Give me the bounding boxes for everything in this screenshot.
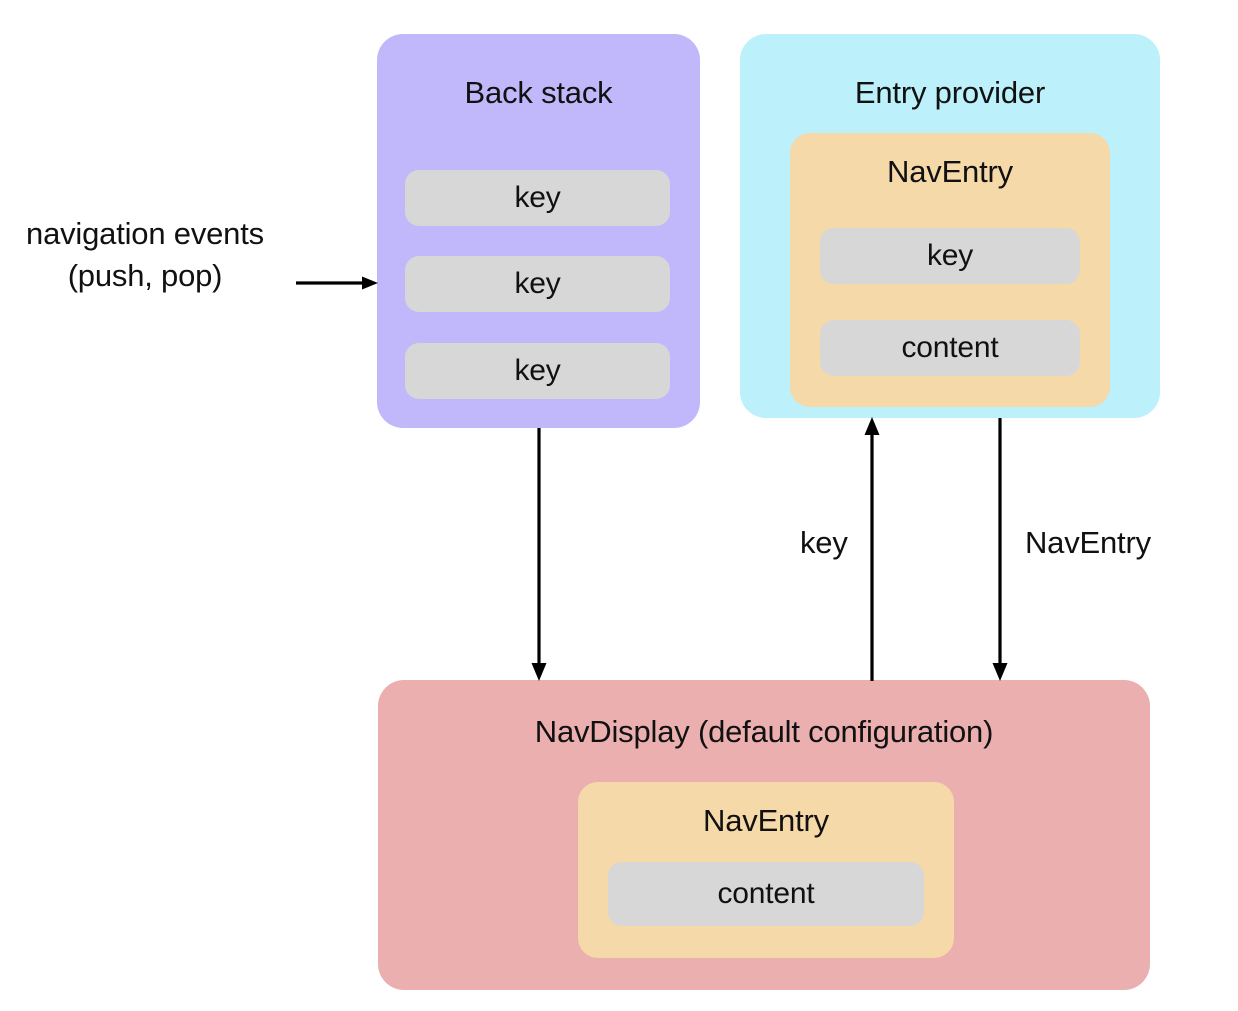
entry-provider-title: Entry provider: [854, 75, 1046, 110]
entry-provider-content-chip: content: [820, 320, 1080, 376]
arrow-entryprovider-to-navdisplay: [992, 418, 1008, 681]
nav-display-title: NavDisplay (default configuration): [534, 714, 994, 749]
arrow-backstack-to-navdisplay: [531, 428, 547, 681]
backstack-title: Back stack: [464, 75, 613, 110]
arrow-navdisplay-to-entryprovider: [864, 417, 880, 681]
entry-provider-key-chip: key: [820, 228, 1080, 284]
navigation-events-label: navigation events (push, pop): [10, 213, 280, 297]
nav-display-content-chip: content: [608, 862, 924, 926]
entry-provider-nav-entry-title: NavEntry: [887, 154, 1013, 189]
backstack-key-chip-0: key: [405, 170, 670, 226]
backstack-key-chip-2: key: [405, 343, 670, 399]
navigation-events-label-line1: navigation events: [26, 216, 264, 251]
nav-display-nav-entry-title: NavEntry: [703, 803, 829, 838]
backstack-key-chip-1: key: [405, 256, 670, 312]
edge-label-naventry: NavEntry: [1025, 525, 1151, 560]
navigation-events-label-line2: (push, pop): [67, 258, 223, 293]
edge-label-key: key: [800, 525, 848, 560]
arrow-navigation-events-to-backstack: [296, 276, 378, 290]
